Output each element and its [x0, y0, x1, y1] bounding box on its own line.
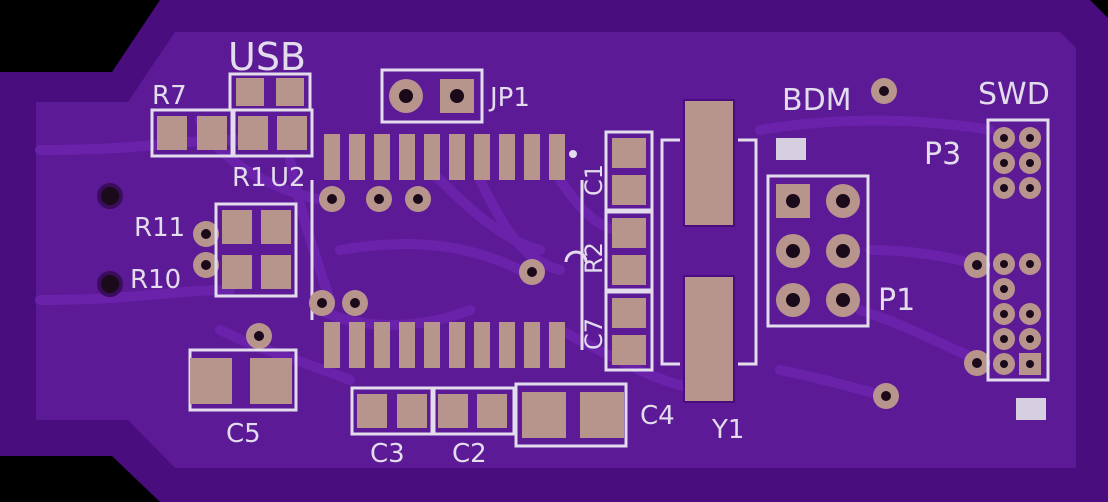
- u2-pads-bottom: [324, 322, 565, 368]
- label-swd: SWD: [978, 77, 1050, 112]
- jp1-silk: [380, 68, 484, 124]
- r2-silk-arc: [564, 250, 588, 263]
- y1-pad: [683, 275, 735, 403]
- c1-pad: [612, 175, 646, 205]
- label-c3: C3: [370, 439, 405, 469]
- y1-silk-right: [738, 138, 758, 366]
- label-r1: R1: [232, 163, 267, 193]
- r7-pad: [157, 116, 187, 150]
- jp1-hole: [399, 89, 413, 103]
- usb-pad: [236, 78, 264, 106]
- label-p1: P1: [878, 283, 915, 318]
- c1-silk: [604, 130, 654, 212]
- label-jp1: JP1: [488, 83, 530, 113]
- label-c1: C1: [580, 164, 608, 196]
- c7-silk: [604, 290, 654, 372]
- r2-pad: [612, 218, 646, 248]
- p1-silk: [766, 174, 870, 328]
- c3-pad: [397, 394, 427, 428]
- label-c2: C2: [452, 439, 487, 469]
- label-bdm: BDM: [782, 83, 852, 118]
- c4-pad: [580, 392, 624, 438]
- label-c5: C5: [226, 419, 261, 449]
- label-r11: R11: [134, 213, 185, 243]
- jp1-hole: [450, 89, 464, 103]
- r1-pad: [238, 116, 268, 150]
- u2-pin1-dot: [569, 150, 577, 158]
- c2-silk: [432, 386, 516, 436]
- label-y1: Y1: [711, 415, 744, 445]
- c1-pad: [612, 138, 646, 168]
- label-r7: R7: [152, 81, 187, 111]
- c2-pad: [438, 394, 468, 428]
- label-usb: USB: [228, 35, 306, 79]
- p3-silk: [986, 118, 1050, 382]
- bdm-marker: [776, 138, 806, 160]
- r7-silk: [150, 108, 234, 158]
- c2-pad: [477, 394, 507, 428]
- r11-r10-pads: [222, 210, 291, 289]
- label-c7: C7: [580, 318, 608, 350]
- c5-pad: [250, 358, 292, 404]
- r2-silk: [604, 210, 654, 292]
- label-u2: U2: [270, 163, 306, 193]
- r7-pad: [197, 116, 227, 150]
- label-c4: C4: [640, 401, 675, 431]
- p1-pins: [776, 184, 860, 317]
- c4-pad: [522, 392, 566, 438]
- c7-pad: [612, 335, 646, 365]
- c3-pad: [357, 394, 387, 428]
- c7-pad: [612, 298, 646, 328]
- label-p3: P3: [924, 137, 961, 172]
- c3-silk: [350, 386, 434, 436]
- p3-pins: [993, 127, 1041, 375]
- vias: [193, 78, 990, 409]
- mounting-hole: [97, 271, 123, 297]
- r2-pad: [612, 255, 646, 285]
- y1-pad: [683, 99, 735, 227]
- r1-silk: [232, 108, 314, 158]
- label-r10: R10: [130, 265, 181, 295]
- mounting-hole: [97, 183, 123, 209]
- r11-r10-silk: [214, 202, 298, 298]
- swd-marker: [1016, 398, 1046, 420]
- u2-pads-top: [324, 134, 565, 180]
- y1-silk-left: [660, 138, 680, 366]
- usb-pad: [276, 78, 304, 106]
- c4-silk: [514, 382, 628, 448]
- r1-pad: [277, 116, 307, 150]
- c5-pad: [190, 358, 232, 404]
